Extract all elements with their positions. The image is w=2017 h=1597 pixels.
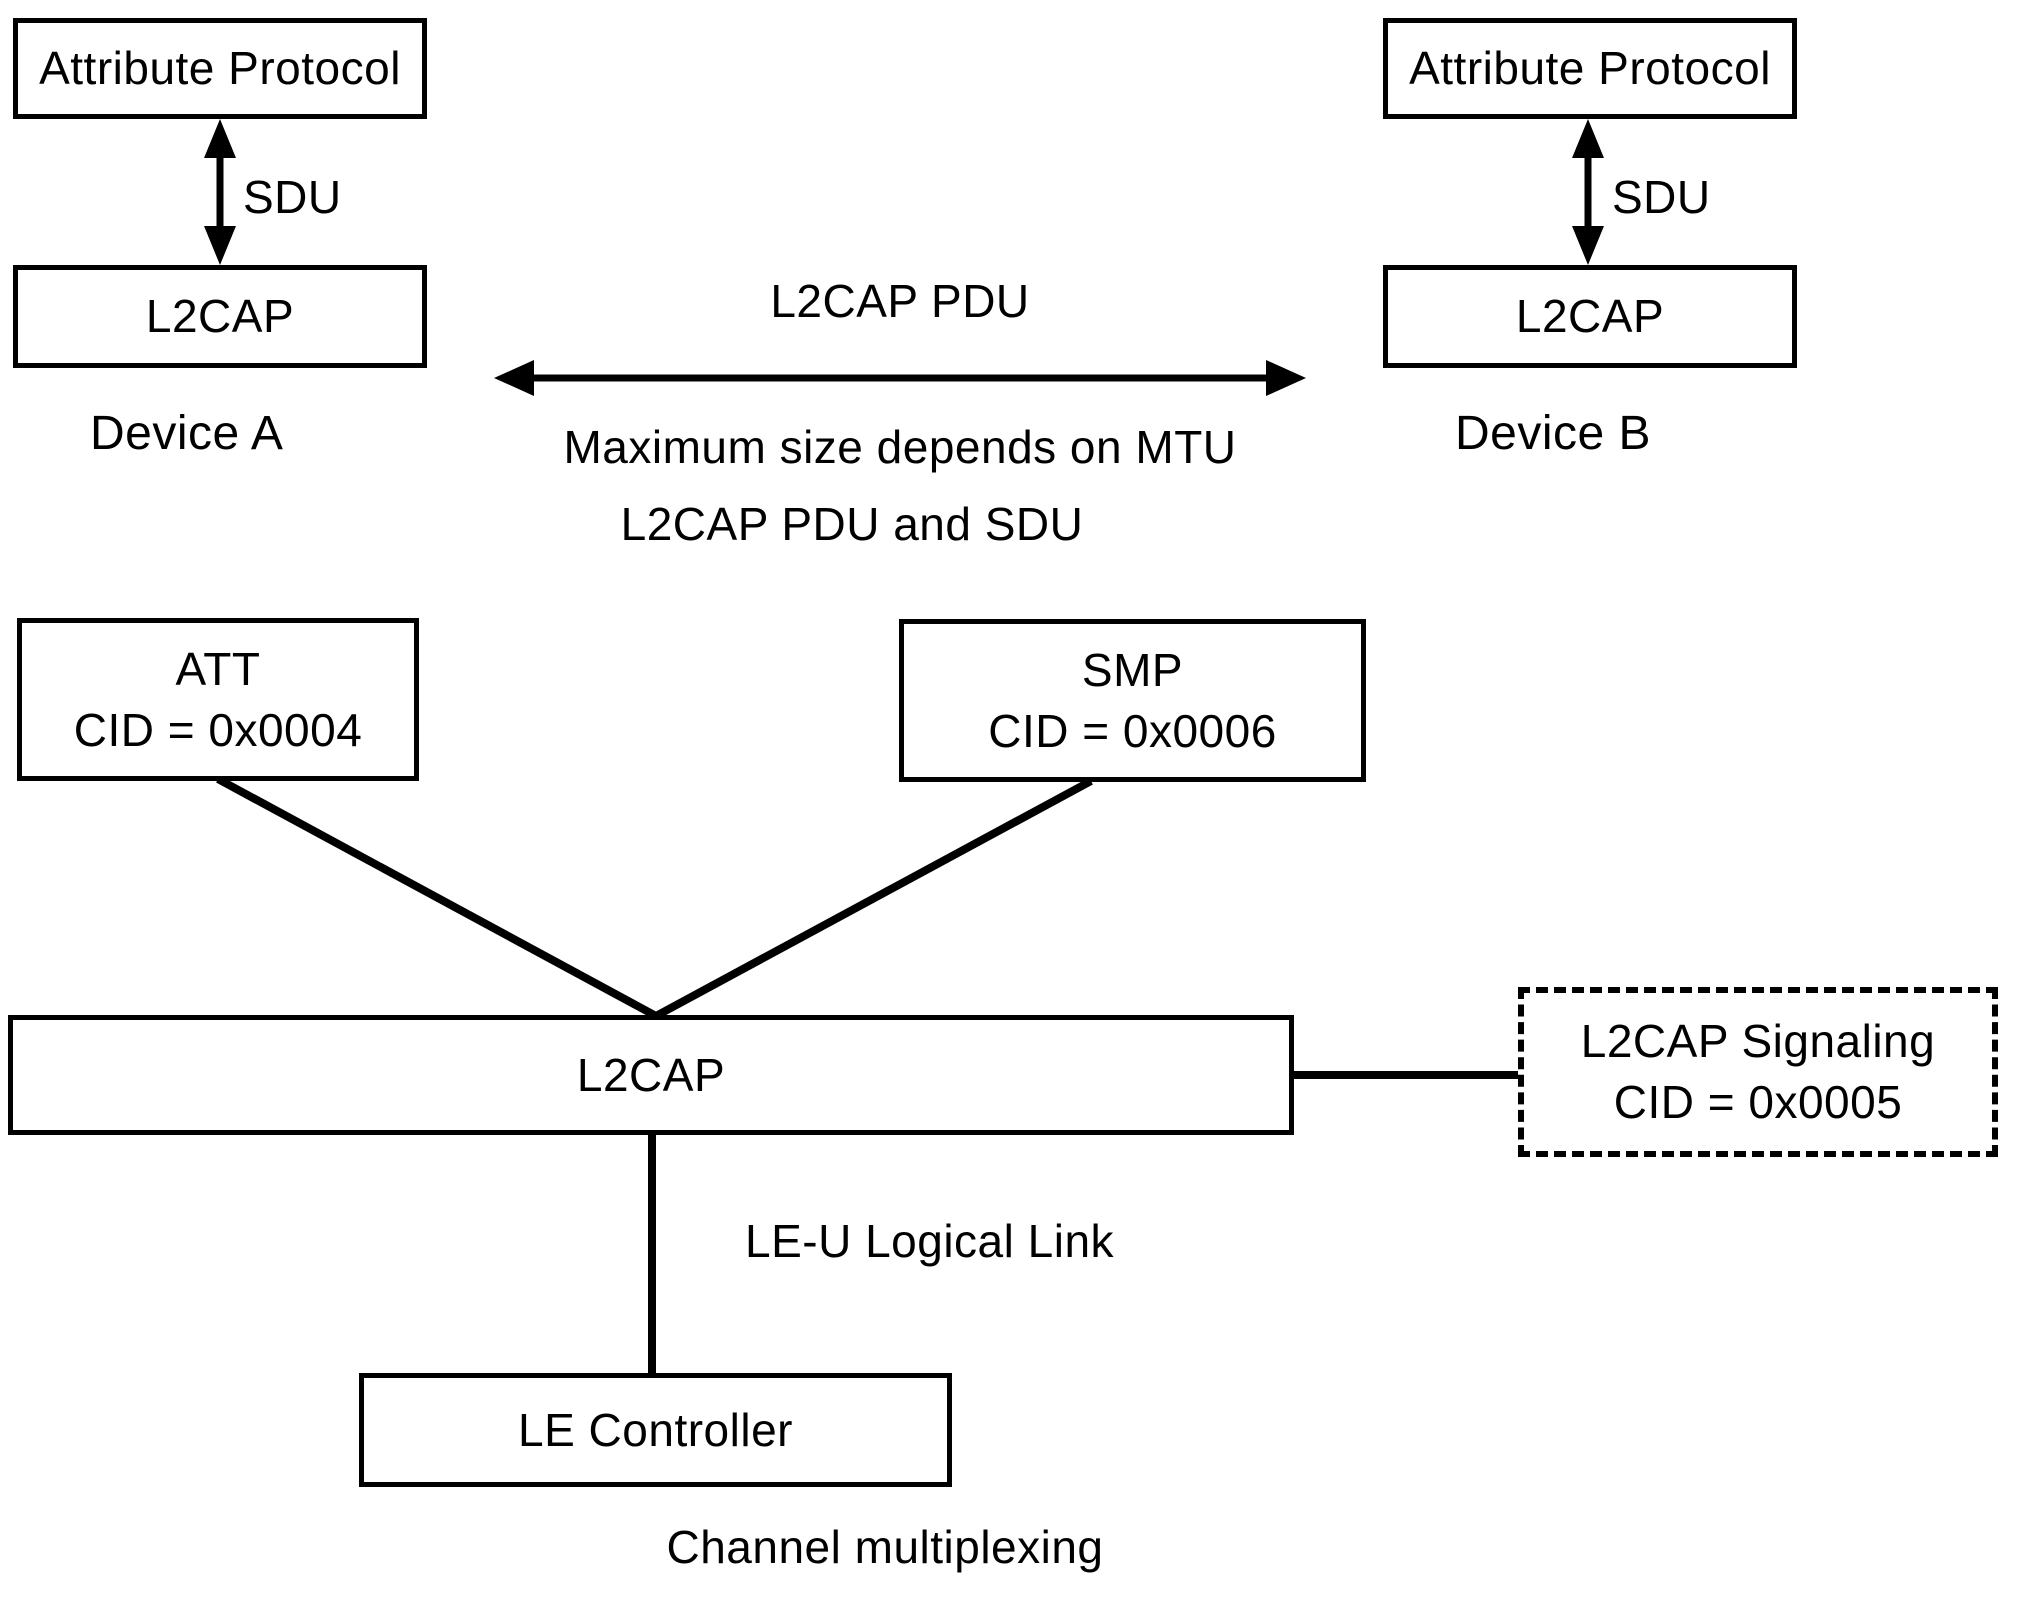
att-cid: CID = 0x0004 xyxy=(73,703,363,756)
le-controller-label: LE Controller xyxy=(518,1403,793,1456)
device-a-label: Device A xyxy=(90,407,284,460)
att-to-l2cap-line xyxy=(216,775,658,1020)
sdu-label-device-b: SDU xyxy=(1612,171,1711,223)
sdu-label-device-a: SDU xyxy=(243,171,342,223)
l2cap-box-device-b: L2CAP xyxy=(1383,265,1797,368)
max-size-mtu-label: Maximum size depends on MTU xyxy=(563,421,1237,473)
l2cap-pdu-arrow xyxy=(494,360,1306,396)
l2cap-label-b: L2CAP xyxy=(1515,290,1665,343)
attribute-protocol-box-device-a: Attribute Protocol xyxy=(13,18,427,119)
l2cap-signaling-box: L2CAP Signaling CID = 0x0005 xyxy=(1518,987,1998,1157)
signaling-title: L2CAP Signaling xyxy=(1580,1015,1936,1068)
sdu-arrow-device-a xyxy=(204,119,236,265)
attribute-protocol-box-device-b: Attribute Protocol xyxy=(1383,18,1797,119)
smp-channel-box: SMP CID = 0x0006 xyxy=(899,619,1366,782)
att-channel-box: ATT CID = 0x0004 xyxy=(17,618,419,781)
l2cap-box-device-a: L2CAP xyxy=(13,265,427,368)
smp-title: SMP xyxy=(1081,643,1184,696)
attribute-protocol-label-b: Attribute Protocol xyxy=(1409,42,1771,95)
top-diagram-caption: L2CAP PDU and SDU xyxy=(620,498,1084,550)
l2cap-label-a: L2CAP xyxy=(145,290,295,343)
leu-logical-link-label: LE-U Logical Link xyxy=(745,1215,1115,1267)
l2cap-layer-box: L2CAP xyxy=(8,1015,1294,1135)
attribute-protocol-label-a: Attribute Protocol xyxy=(39,42,401,95)
l2cap-layer-label: L2CAP xyxy=(576,1048,726,1101)
bottom-diagram-caption: Channel multiplexing xyxy=(666,1521,1104,1573)
smp-to-l2cap-line xyxy=(654,777,1093,1020)
sdu-arrow-device-b xyxy=(1572,119,1604,265)
le-controller-box: LE Controller xyxy=(359,1373,952,1487)
smp-cid: CID = 0x0006 xyxy=(988,704,1277,757)
signaling-cid: CID = 0x0005 xyxy=(1613,1076,1903,1128)
l2cap-pdu-arrow-label: L2CAP PDU xyxy=(770,275,1030,327)
att-title: ATT xyxy=(175,642,261,695)
device-b-label: Device B xyxy=(1455,407,1652,460)
